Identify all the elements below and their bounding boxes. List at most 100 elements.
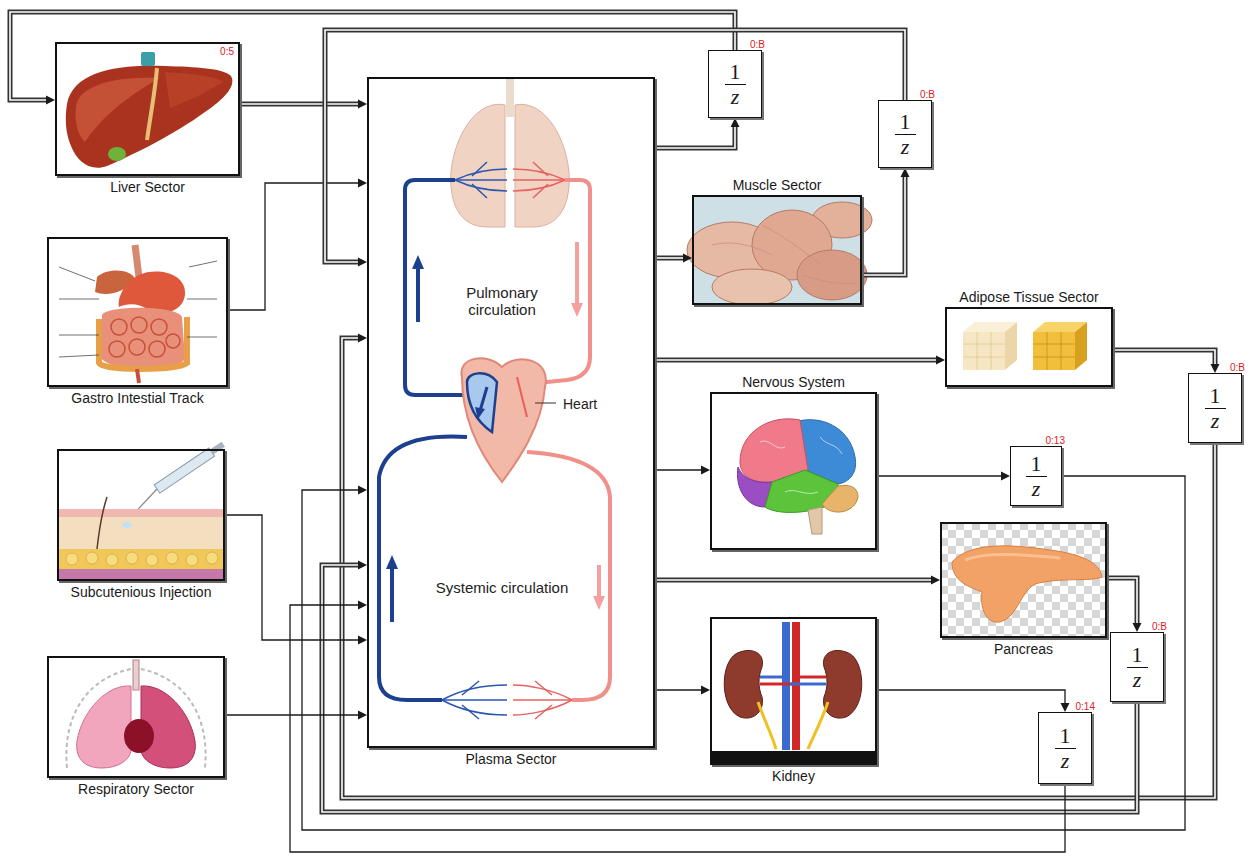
bus-connector	[655, 576, 940, 585]
block-title: Plasma Sector	[329, 751, 693, 767]
block-title: Muscle Sector	[654, 177, 900, 193]
bus-connector	[10, 12, 735, 105]
heart-label: Heart	[563, 396, 597, 412]
delay-denominator: z	[1133, 668, 1142, 691]
unit-delay-block: 1z0:B	[1188, 373, 1242, 443]
circulation-picture	[367, 77, 655, 748]
bus-line-outer	[862, 176, 905, 275]
bus-line-outer	[240, 102, 359, 107]
delay-denominator: z	[1211, 409, 1220, 432]
bus-connector	[342, 334, 1215, 799]
kidney-block: Kidney	[710, 617, 877, 765]
muscle-picture	[687, 195, 872, 305]
arrow-head	[936, 356, 945, 365]
bus-line-outer	[322, 565, 1137, 812]
bus-line-outer	[1107, 578, 1137, 624]
bus-line-inner	[655, 126, 735, 148]
signal-line	[228, 183, 359, 310]
muscle-block: Muscle Sector	[692, 195, 862, 305]
arrow-head	[358, 179, 367, 188]
sample-time-label: 0:13	[1046, 435, 1065, 446]
adipose-picture	[945, 307, 1113, 387]
arrow-head	[358, 334, 367, 343]
bus-line-inner	[1113, 350, 1215, 365]
block-title: Liver Sector	[17, 179, 278, 195]
delay-numerator: 1	[1127, 643, 1148, 668]
bus-connector	[655, 356, 945, 365]
bus-line-outer	[325, 30, 905, 262]
arrow-head	[1133, 623, 1142, 632]
sample-time-label: 0:B	[1152, 621, 1167, 632]
delay-numerator: 1	[1026, 452, 1047, 477]
respiratory-block: Respiratory Sector	[47, 656, 225, 778]
bus-line-inner	[1107, 578, 1137, 624]
signal-line	[302, 476, 1185, 830]
bus-connector	[862, 168, 910, 275]
signal-line	[290, 605, 1065, 852]
unit-delay-block: 1z0:14	[1038, 712, 1092, 784]
injection-picture	[57, 440, 226, 581]
bus-line-inner	[240, 103, 359, 105]
bus-line-outer	[10, 12, 735, 100]
arrow-head	[731, 118, 740, 127]
arrow-head	[358, 711, 367, 720]
bus-line-inner	[325, 30, 905, 262]
arrow-head	[683, 254, 692, 263]
arrow-head	[358, 258, 367, 267]
arrow-head	[901, 168, 910, 177]
bus-connector	[322, 561, 1137, 813]
bus-line-outer	[655, 358, 937, 363]
bus-connector	[1107, 578, 1142, 632]
sample-time-label: 0:14	[1076, 701, 1095, 712]
signal-line	[877, 690, 1065, 704]
bus-line-outer	[655, 578, 932, 583]
signal-connector	[655, 686, 710, 695]
adipose-block: Adipose Tissue Sector	[945, 307, 1113, 387]
bus-line-inner	[322, 565, 1137, 812]
injection-block: Subcutenious Injection	[57, 449, 225, 581]
bus-connector	[325, 30, 905, 267]
unit-delay-block: 1z0:13	[1010, 446, 1062, 506]
signal-connector	[877, 690, 1070, 712]
signal-connector	[655, 466, 710, 475]
signal-line	[225, 515, 359, 640]
arrow-head	[358, 561, 367, 570]
signal-connector	[290, 601, 1065, 853]
bus-connector	[240, 100, 367, 109]
region-label: Systemic circulation	[417, 579, 587, 596]
bus-line-outer	[655, 256, 684, 261]
delay-numerator: 1	[725, 60, 746, 85]
bus-line-outer	[655, 126, 735, 148]
delay-numerator: 1	[1205, 384, 1226, 409]
arrow-head	[358, 601, 367, 610]
bus-line-inner	[342, 338, 1215, 798]
plasma-block: Pulmonary circulationHeartSystemic circu…	[367, 77, 655, 748]
liver-block: Liver Sector0:5	[55, 42, 240, 176]
bus-line-inner	[655, 257, 684, 259]
sample-time-label: 0:B	[1230, 362, 1245, 373]
bus-line-inner	[655, 579, 932, 581]
arrow-head	[1001, 472, 1010, 481]
arrow-head	[358, 486, 367, 495]
brain-picture	[710, 392, 877, 550]
arrow-head	[46, 96, 55, 105]
block-title: Pancreas	[902, 641, 1145, 657]
sample-time-label: 0:B	[920, 89, 935, 100]
signal-connector	[877, 472, 1010, 481]
block-title: Subcutenious Injection	[19, 584, 263, 600]
arrow-head	[701, 466, 710, 475]
unit-delay-block: 1z0:B	[878, 100, 932, 168]
bus-line-inner	[862, 176, 905, 275]
signal-line	[877, 475, 1002, 476]
nervous-block: Nervous System	[710, 392, 877, 550]
unit-delay-block: 1z0:B	[1110, 632, 1164, 702]
signal-connector	[225, 711, 367, 720]
sample-time-label: 0:5	[220, 46, 234, 57]
arrow-head	[701, 686, 710, 695]
signal-line	[225, 714, 359, 715]
bus-line-inner	[655, 359, 937, 361]
block-title: Kidney	[672, 768, 915, 784]
arrow-head	[1061, 703, 1070, 712]
delay-denominator: z	[1032, 477, 1041, 500]
